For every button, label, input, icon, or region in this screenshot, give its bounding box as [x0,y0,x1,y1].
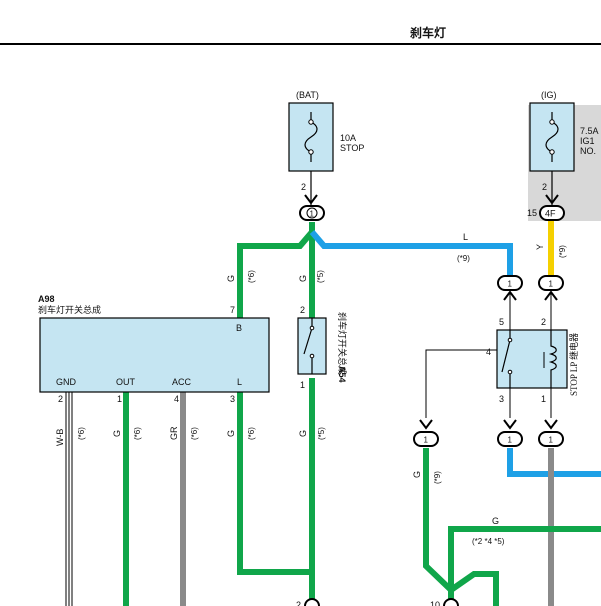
a54-pin-top: 2 [300,305,305,315]
page-title: 刹车灯 [410,25,446,40]
wire-relay-4 [425,349,497,418]
wire-acc-label: GR [169,426,179,440]
wire-g-a98-l [237,392,312,575]
arrow-up-icon [544,290,558,301]
connector-relay-1-bottom: 1 [538,431,564,447]
relay-name: STOP LP 继电器 [568,333,579,396]
fuse-bat-pin: 2 [301,182,306,192]
a54-pin-bottom: 1 [300,380,305,390]
relay-pin-3: 3 [499,394,504,404]
a98-pin-b-num: 7 [230,305,235,315]
wire-g-245-label: G [492,516,499,526]
fuse-ig-pin: 2 [542,182,547,192]
relay-pin-2: 2 [541,317,546,327]
wire-g-245 [448,526,601,606]
wire-l [309,230,513,276]
connector-bottom-right [443,598,459,606]
a98-id: A98 [38,294,55,304]
fuse-ig-source: (IG) [541,90,557,100]
svg-text:1: 1 [508,280,513,289]
relay-pin-1: 1 [541,394,546,404]
bottom-left-pin: 2 [296,600,301,606]
connector-relay-5-top: 1 [497,275,523,291]
fuse-bat-source: (BAT) [296,90,319,100]
a98-box [39,317,270,393]
wire-g-b-label: G [226,275,236,282]
wire-g-diag [449,571,499,606]
a98-pin-acc: ACC [172,377,192,387]
connector-bottom-left [304,598,320,606]
svg-text:1: 1 [549,436,554,445]
wire-left-g-note: (*9) [433,471,442,484]
connector-4f: 4F [539,205,565,221]
conn-4f-pin: 15 [527,208,537,218]
svg-text:1: 1 [424,436,429,445]
bottom-right-pin: 10 [430,600,440,606]
wire-wb-label: W-B [55,429,65,446]
wire-g-b-note: (*6) [247,270,256,283]
arrow-down-icon [304,194,318,205]
wire-wb-a98-gnd [65,392,73,606]
wire-out-label: G [112,430,122,437]
wire-l-label: L [463,232,468,242]
wire-l-g-note: (*6) [247,427,256,440]
relay-pin-5: 5 [499,317,504,327]
wire-g-245-note: (*2 *4 *5) [472,537,505,546]
svg-text:1: 1 [310,210,315,219]
connector-left-splice: 1 [413,431,439,447]
wire-left-g-label: G [412,471,422,478]
relay-coil-symbol [548,330,557,388]
a98-pin-out: OUT [116,377,136,387]
fuse-ig-name-2: NO. [580,146,596,156]
splice-connector-1: 1 [299,205,325,221]
wire-y-note: (*9) [558,245,567,258]
a54-id: A54 [337,366,347,383]
arrow-up-icon [503,290,517,301]
connector-relay-2-top: 1 [538,275,564,291]
fuse-ig-rating: 7.5A [580,126,599,136]
a54-name: 刹车灯开关总成 [337,312,348,375]
fuse-ig-name-1: IG1 [580,136,595,146]
svg-text:4F: 4F [545,209,556,219]
wire-g-splice-to-a98 [237,222,315,318]
wire-acc-note: (*6) [190,427,199,440]
relay-pin-4: 4 [486,347,491,357]
arrow-down-icon [545,194,559,205]
arrow-down-icon [419,419,433,430]
wire-l-relay-3 [507,448,601,477]
a98-pin-l: L [237,377,242,387]
wire-a54-g-label: G [298,430,308,437]
wire-a54-g-note: (*5) [317,427,326,440]
arrow-down-icon [503,419,517,430]
svg-text:1: 1 [508,436,513,445]
arrow-down-icon [544,419,558,430]
wire-y-label: Y [535,244,545,250]
a98-pin-l-num: 3 [230,394,235,404]
a98-pin-gnd: GND [56,377,77,387]
wire-g-a54-label: G [298,275,308,282]
fuse-bat-name: STOP [340,143,364,153]
connector-relay-3-bottom: 1 [497,431,523,447]
svg-text:1: 1 [549,280,554,289]
wire-l-note: (*9) [457,254,470,263]
a98-pin-b: B [236,323,242,333]
fuse-bat-rating: 10A [340,133,356,143]
wire-g-a54-note: (*5) [316,270,325,283]
a98-pin-gnd-num: 2 [58,394,63,404]
wire-wb-note: (*6) [77,427,86,440]
a98-pin-acc-num: 4 [174,394,179,404]
a98-pin-out-num: 1 [117,394,122,404]
wire-out-note: (*6) [133,427,142,440]
a98-name: 刹车灯开关总成 [38,304,101,315]
wire-l-g-label: G [226,430,236,437]
